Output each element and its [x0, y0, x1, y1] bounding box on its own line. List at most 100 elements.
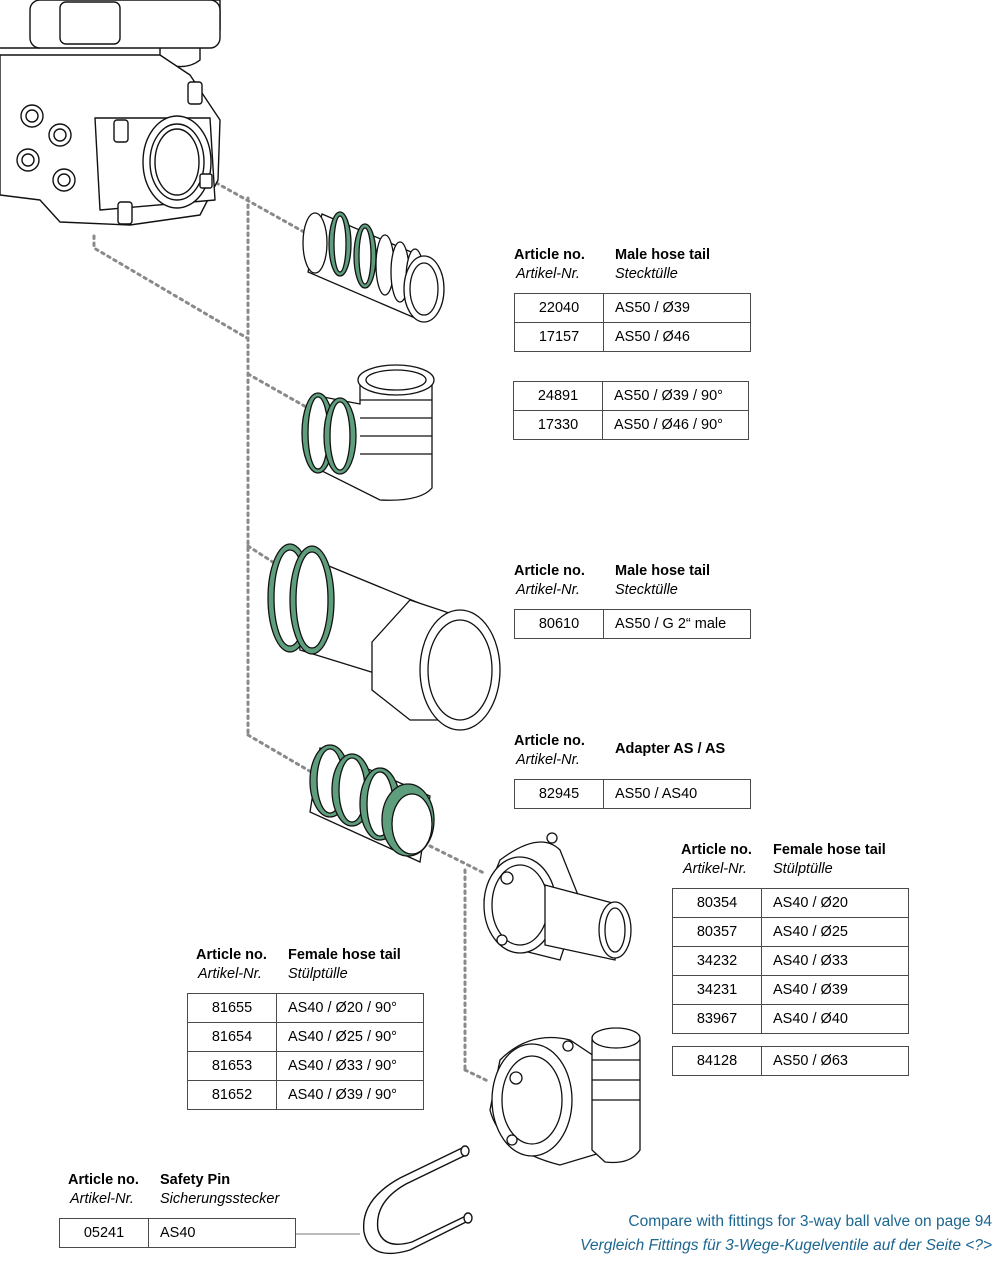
group-male-hose-tail-g2: Article no. Artikel-Nr. Male hose tail S…	[514, 563, 754, 639]
footer-cross-reference-en[interactable]: Compare with fittings for 3-way ball val…	[628, 1213, 992, 1230]
article-description: AS40 / Ø39 / 90°	[276, 1080, 424, 1110]
male-hose-tail-g2	[267, 543, 501, 731]
table-row: 81653 AS40 / Ø33 / 90°	[187, 1051, 424, 1081]
article-number: 80357	[672, 917, 762, 947]
article-label-de: Artikel-Nr.	[516, 266, 580, 282]
article-label: Article no.	[681, 842, 752, 858]
table-row: 80610 AS50 / G 2“ male	[514, 609, 751, 639]
article-table: 22040 AS50 / Ø39 17157 AS50 / Ø46	[514, 293, 751, 352]
table-row: 81652 AS40 / Ø39 / 90°	[187, 1080, 424, 1110]
article-number: 34231	[672, 975, 762, 1005]
article-label-de: Artikel-Nr.	[683, 861, 747, 877]
article-number: 81655	[187, 993, 277, 1023]
table-row: 17157 AS50 / Ø46	[514, 322, 751, 352]
article-number: 82945	[514, 779, 604, 809]
group-adapter: Article no. Artikel-Nr. Adapter AS / AS …	[514, 733, 754, 809]
ball-valve-body	[0, 0, 221, 226]
group-safety-pin: Article no. Artikel-Nr. Safety Pin Siche…	[59, 1172, 299, 1248]
article-table: 80610 AS50 / G 2“ male	[514, 609, 751, 639]
article-number: 80354	[672, 888, 762, 918]
article-number: 17157	[514, 322, 604, 352]
desc-label: Female hose tail	[773, 842, 886, 858]
table-header: Article no. Artikel-Nr. Female hose tail…	[672, 842, 912, 884]
article-description: AS50 / Ø46	[603, 322, 751, 352]
group-male-hose-tail: Article no. Artikel-Nr. Male hose tail S…	[514, 247, 754, 352]
table-row: 24891 AS50 / Ø39 / 90°	[513, 381, 749, 411]
article-description: AS40 / Ø33 / 90°	[276, 1051, 424, 1081]
article-description: AS40 / Ø25	[761, 917, 909, 947]
table-header: Article no. Artikel-Nr. Safety Pin Siche…	[59, 1172, 299, 1214]
article-number: 22040	[514, 293, 604, 323]
table-row: 17330 AS50 / Ø46 / 90°	[513, 410, 749, 440]
leader-lines	[92, 174, 492, 1084]
article-label: Article no.	[514, 247, 585, 263]
female-hose-tail-90	[489, 1027, 641, 1166]
article-table: 80354 AS40 / Ø20 80357 AS40 / Ø25 34232 …	[672, 888, 909, 1034]
male-hose-tail-90	[301, 364, 435, 501]
article-number: 83967	[672, 1004, 762, 1034]
table-row: 80354 AS40 / Ø20	[672, 888, 909, 918]
article-description: AS40 / Ø20 / 90°	[276, 993, 424, 1023]
article-description: AS40 / Ø39	[761, 975, 909, 1005]
article-description: AS40 / Ø25 / 90°	[276, 1022, 424, 1052]
article-description: AS40 / Ø20	[761, 888, 909, 918]
article-description: AS50 / Ø63	[761, 1046, 909, 1076]
table-header: Article no. Artikel-Nr. Male hose tail S…	[514, 247, 754, 289]
article-number: 05241	[59, 1218, 149, 1248]
article-table-extra: 84128 AS50 / Ø63	[672, 1046, 909, 1076]
article-description: AS50 / G 2“ male	[603, 609, 751, 639]
female-hose-tail-straight	[483, 832, 632, 961]
safety-pin	[362, 1145, 473, 1255]
article-table: 24891 AS50 / Ø39 / 90° 17330 AS50 / Ø46 …	[513, 381, 749, 440]
article-table: 82945 AS50 / AS40	[514, 779, 751, 809]
adapter-as-as	[309, 744, 435, 863]
article-label: Article no.	[514, 733, 585, 749]
article-description: AS40	[148, 1218, 296, 1248]
article-number: 80610	[514, 609, 604, 639]
table-row: 83967 AS40 / Ø40	[672, 1004, 909, 1034]
article-description: AS50 / Ø39	[603, 293, 751, 323]
article-label: Article no.	[196, 947, 267, 963]
article-number: 24891	[513, 381, 603, 411]
article-number: 81653	[187, 1051, 277, 1081]
table-row: 81655 AS40 / Ø20 / 90°	[187, 993, 424, 1023]
table-row: 81654 AS40 / Ø25 / 90°	[187, 1022, 424, 1052]
male-hose-tail-straight	[302, 211, 445, 323]
article-label: Article no.	[514, 563, 585, 579]
article-number: 34232	[672, 946, 762, 976]
desc-label-de: Stülptülle	[288, 966, 348, 982]
table-row: 05241 AS40	[59, 1218, 296, 1248]
article-label-de: Artikel-Nr.	[198, 966, 262, 982]
desc-label: Safety Pin	[160, 1172, 231, 1188]
desc-label-de: Sicherungsstecker	[160, 1191, 280, 1207]
article-label-de: Artikel-Nr.	[70, 1191, 134, 1207]
table-row: 80357 AS40 / Ø25	[672, 917, 909, 947]
footer-cross-reference-de[interactable]: Vergleich Fittings für 3-Wege-Kugelventi…	[580, 1237, 992, 1254]
article-label-de: Artikel-Nr.	[516, 582, 580, 598]
article-number: 81652	[187, 1080, 277, 1110]
article-description: AS50 / Ø46 / 90°	[602, 410, 749, 440]
table-row: 34232 AS40 / Ø33	[672, 946, 909, 976]
article-description: AS50 / AS40	[603, 779, 751, 809]
table-row: 82945 AS50 / AS40	[514, 779, 751, 809]
article-table: 05241 AS40	[59, 1218, 296, 1248]
article-label-de: Artikel-Nr.	[516, 752, 580, 768]
article-description: AS50 / Ø39 / 90°	[602, 381, 749, 411]
article-number: 81654	[187, 1022, 277, 1052]
group-female-hose-tail-90: Article no. Artikel-Nr. Female hose tail…	[187, 947, 427, 1110]
desc-label: Adapter AS / AS	[615, 741, 726, 757]
article-number: 17330	[513, 410, 603, 440]
desc-label: Female hose tail	[288, 947, 401, 963]
desc-label-de: Stecktülle	[615, 582, 678, 598]
article-table: 81655 AS40 / Ø20 / 90° 81654 AS40 / Ø25 …	[187, 993, 424, 1110]
group-female-hose-tail: Article no. Artikel-Nr. Female hose tail…	[672, 842, 912, 1076]
table-header: Article no. Artikel-Nr. Male hose tail S…	[514, 563, 754, 605]
desc-label-de: Stülptülle	[773, 861, 833, 877]
article-label: Article no.	[68, 1172, 139, 1188]
table-row: 84128 AS50 / Ø63	[672, 1046, 909, 1076]
table-header: Article no. Artikel-Nr. Female hose tail…	[187, 947, 427, 989]
desc-label-de: Stecktülle	[615, 266, 678, 282]
table-row: 22040 AS50 / Ø39	[514, 293, 751, 323]
article-number: 84128	[672, 1046, 762, 1076]
